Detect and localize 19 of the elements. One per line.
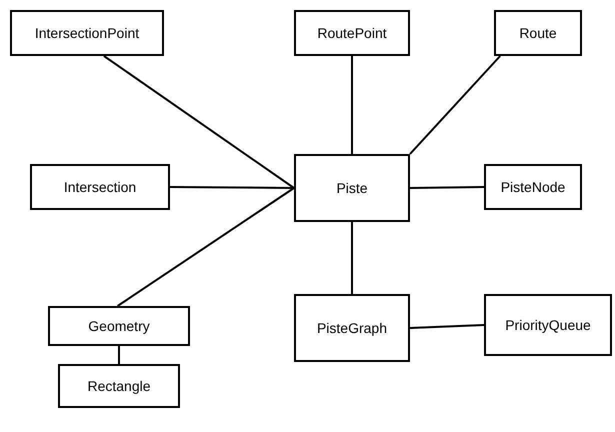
class-box: Geometry bbox=[48, 306, 190, 346]
connector-line bbox=[117, 187, 295, 307]
connector-line bbox=[351, 222, 353, 294]
connector-line bbox=[103, 55, 295, 189]
class-box: PriorityQueue bbox=[484, 294, 612, 356]
class-box: PisteGraph bbox=[294, 294, 410, 362]
class-box: Piste bbox=[294, 154, 410, 222]
connector-line bbox=[351, 56, 353, 154]
connector-line bbox=[170, 186, 294, 189]
class-box: Route bbox=[494, 10, 582, 56]
connector-line bbox=[410, 324, 484, 329]
class-box: IntersectionPoint bbox=[10, 10, 164, 56]
connector-line bbox=[409, 55, 501, 155]
connector-line bbox=[410, 186, 484, 189]
class-box: Rectangle bbox=[58, 364, 180, 408]
class-box: Intersection bbox=[30, 164, 170, 210]
class-box: PisteNode bbox=[484, 164, 582, 210]
connector-line bbox=[118, 346, 120, 364]
class-box: RoutePoint bbox=[294, 10, 410, 56]
